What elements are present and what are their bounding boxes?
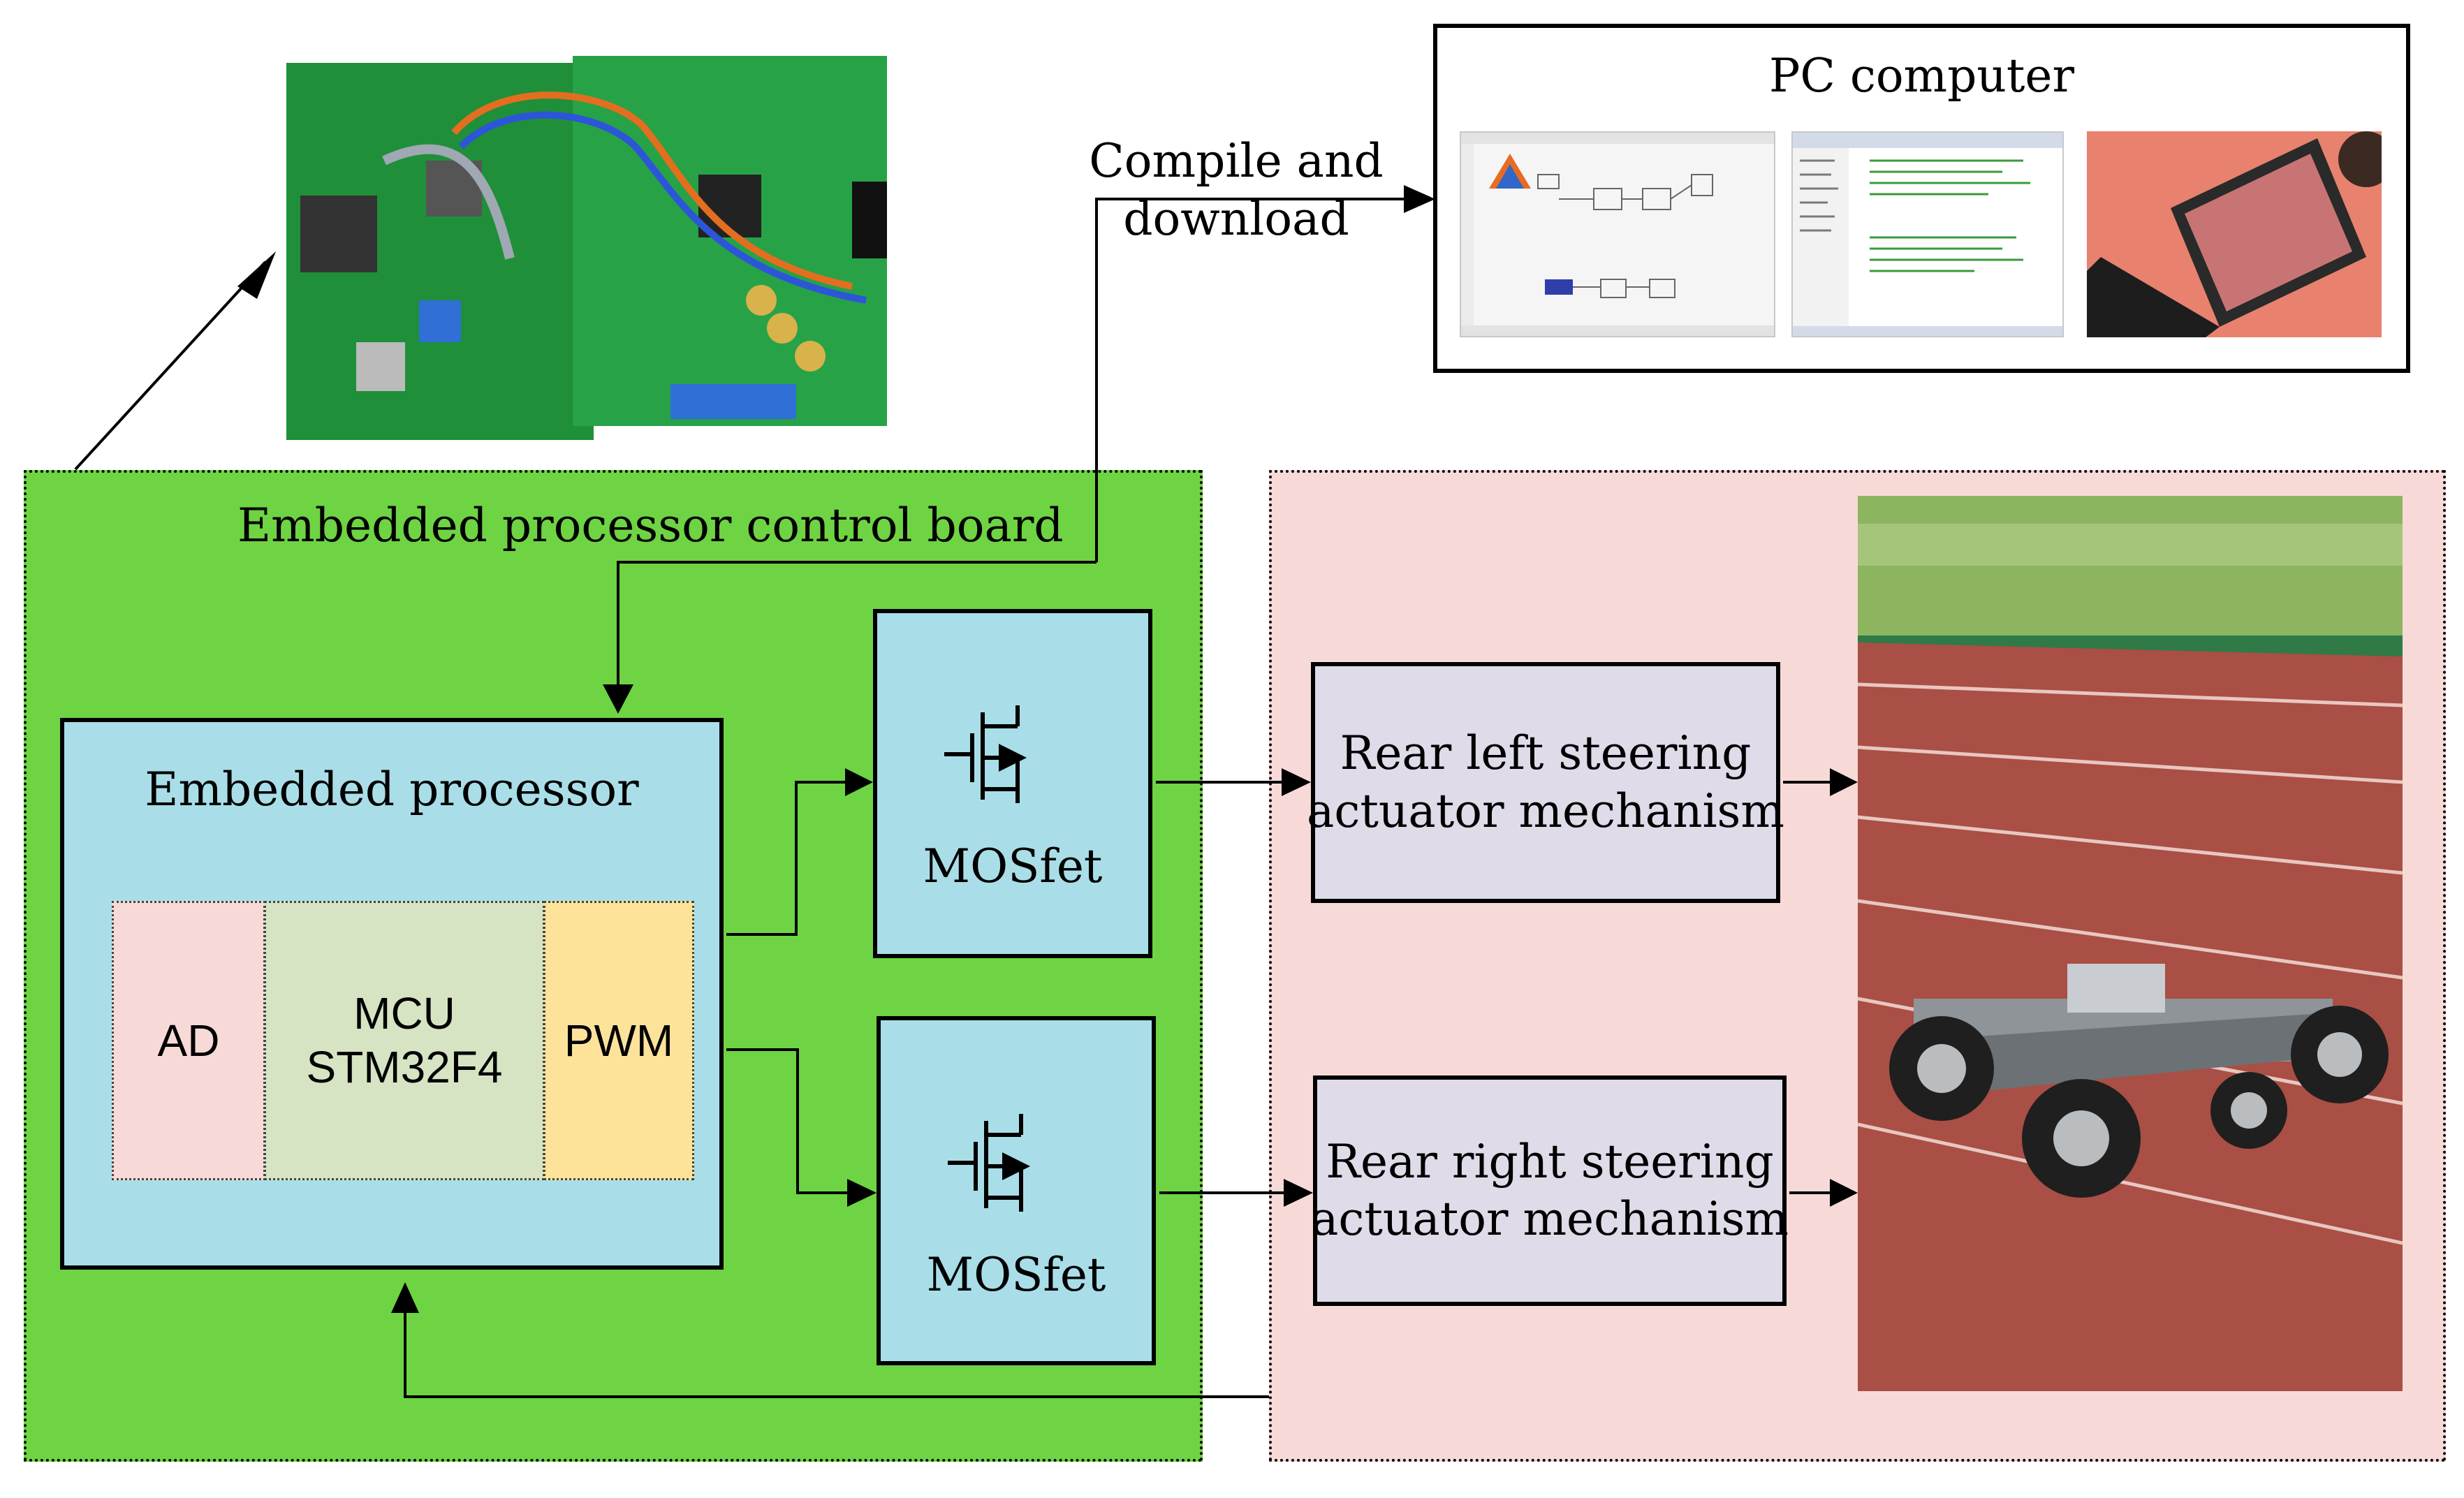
compile-label-line2: download (1123, 191, 1349, 246)
download-to-processor (617, 561, 1097, 684)
laptop-photo (2087, 131, 2394, 337)
mcu-cell: MCU STM32F4 (264, 901, 545, 1180)
mcu-cell-model: STM32F4 (306, 1042, 503, 1092)
mosfet-box-top (873, 609, 1152, 958)
feedback-route (404, 1313, 1269, 1398)
compile-label-line1: Compile and (1089, 134, 1384, 188)
mosfet-arrow-bottom (1002, 1152, 1030, 1180)
embedded-processor-title: Embedded processor (145, 763, 639, 816)
mosfet-arrow-top (999, 744, 1027, 772)
photo-pointer-arrow (74, 260, 267, 471)
mosfet-label-bottom: MOSfet (926, 1248, 1106, 1302)
control-board-title: Embedded processor control board (237, 499, 1064, 552)
pwm-cell-label: PWM (564, 1015, 674, 1066)
mosfet-symbol-top (944, 705, 1020, 803)
ad-cell-label: AD (157, 1015, 220, 1066)
rear-left-actuator-line2: actuator mechanism (1307, 784, 1785, 838)
pwm-cell: PWM (543, 901, 694, 1180)
compile-download-label: Compile and download (1076, 133, 1397, 248)
download-route (1095, 198, 1404, 562)
mosfet-box-bottom (877, 1016, 1156, 1365)
rear-left-actuator-box: Rear left steering actuator mechanism (1307, 662, 1784, 903)
processor-to-mosfet-bottom (726, 1048, 847, 1194)
vehicle-photo (1858, 496, 2403, 1391)
pc-computer-title: PC computer (1768, 49, 2075, 103)
ad-cell: AD (112, 901, 265, 1180)
simulink-screenshot (1460, 131, 1775, 337)
rear-right-actuator-line1: Rear right steering (1326, 1134, 1774, 1189)
mosfet-label-top: MOSfet (923, 839, 1103, 893)
mcu-cell-label: MCU (353, 988, 455, 1039)
code-editor-screenshot (1791, 131, 2064, 337)
control-board-photo (279, 35, 894, 447)
rear-left-actuator-line1: Rear left steering (1340, 726, 1752, 780)
rear-right-actuator-line2: actuator mechanism (1311, 1192, 1789, 1246)
rear-right-actuator-box: Rear right steering actuator mechanism (1311, 1075, 1789, 1306)
processor-to-mosfet-top (726, 781, 845, 936)
